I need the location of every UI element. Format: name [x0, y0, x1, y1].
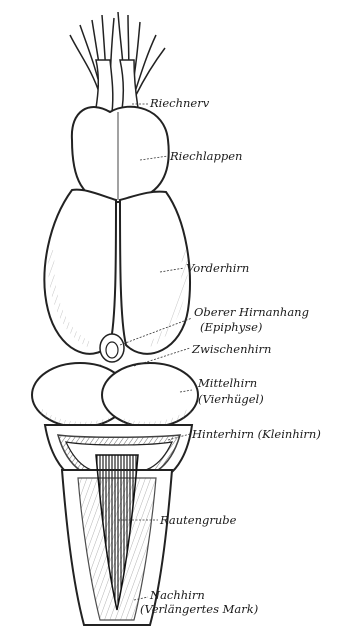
label-mittelhirn: Mittelhirn: [198, 377, 257, 390]
label-riechnerv: Riechnerv: [150, 97, 209, 110]
midbrain: [32, 363, 198, 427]
label-riechlappen: Riechlappen: [170, 150, 242, 163]
label-epiphyse: (Epiphyse): [200, 321, 262, 334]
label-oberer-hirnanhang: Oberer Hirnanhang: [194, 306, 309, 319]
label-vierhuegel: (Vierhügel): [198, 393, 264, 406]
olfactory-lobe: [72, 107, 169, 202]
olfactory-nerve: [96, 60, 138, 112]
label-verlaengertes-mark: (Verlängertes Mark): [140, 603, 258, 616]
label-nachhirn: Nachhirn: [150, 589, 205, 602]
label-hinterhirn: Hinterhirn (Kleinhirn): [192, 428, 321, 441]
forebrain: [44, 190, 190, 354]
epiphysis: [100, 334, 124, 362]
label-rautengrube: Rautengrube: [160, 514, 236, 527]
olfactory-nerve-fibers: [70, 12, 165, 95]
label-zwischenhirn: Zwischenhirn: [192, 343, 271, 356]
label-vorderhirn: Vorderhirn: [186, 262, 249, 275]
